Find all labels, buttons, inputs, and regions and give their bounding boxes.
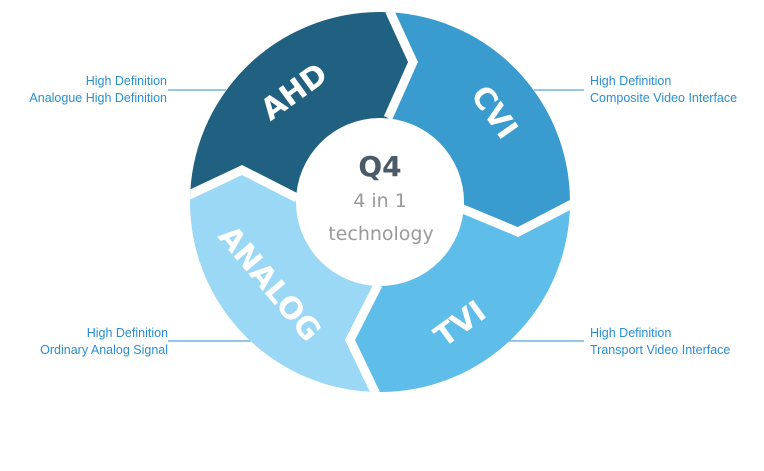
description-line: High Definition <box>590 74 672 88</box>
description-analog: High Definition Ordinary Analog Signal <box>40 325 168 359</box>
segment-separators <box>190 12 570 392</box>
description-line: Composite Video Interface <box>590 91 738 105</box>
center-title: Q4 <box>358 150 401 183</box>
description-line: Analogue High Definition <box>29 91 167 105</box>
description-line: High Definition <box>590 326 672 340</box>
center-caption: technology <box>328 223 434 245</box>
description-tvi: High Definition Transport Video Interfac… <box>590 325 730 359</box>
description-line: High Definition <box>86 326 168 340</box>
center-circle <box>296 118 464 286</box>
description-line: Transport Video Interface <box>590 343 731 357</box>
description-ahd: High Definition Analogue High Definition <box>29 73 167 107</box>
description-line: Ordinary Analog Signal <box>40 343 168 357</box>
center-subtitle: 4 in 1 <box>353 190 407 212</box>
description-cvi: High Definition Composite Video Interfac… <box>590 73 737 107</box>
description-line: High Definition <box>85 74 167 88</box>
